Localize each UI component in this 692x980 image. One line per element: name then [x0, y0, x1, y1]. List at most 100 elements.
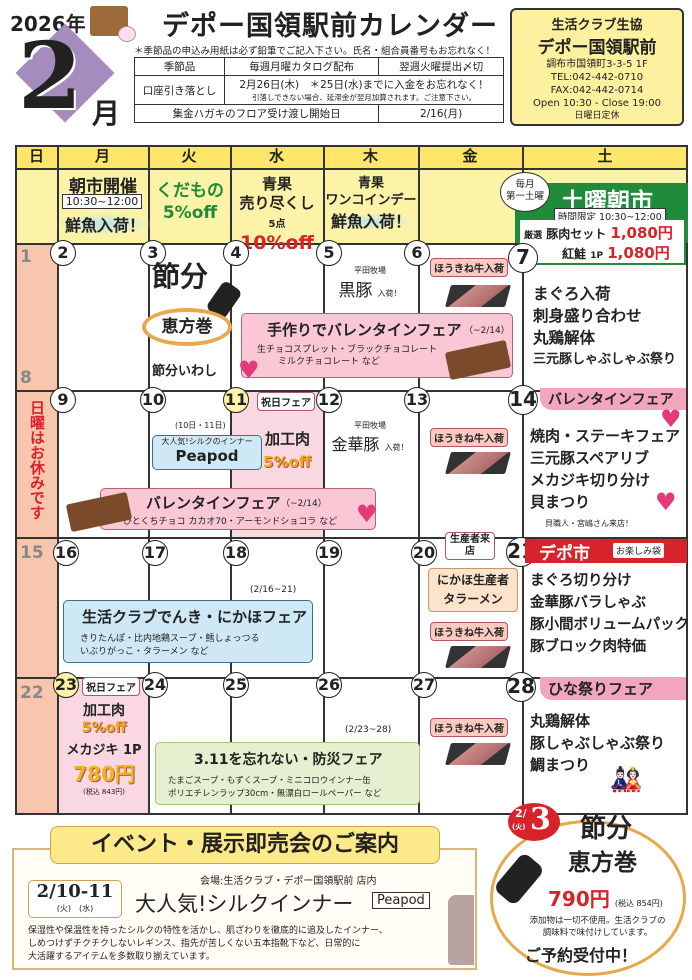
- sunday-column: [16, 243, 57, 815]
- info-cell: 2/16(月): [378, 104, 504, 123]
- badge-day: 3: [530, 802, 551, 837]
- bousai-fair-period: (2/23~28): [345, 725, 392, 735]
- otafuku-mask-illustration: [118, 26, 136, 42]
- morning-market-title: 朝市開催: [69, 177, 137, 197]
- grid-line: [522, 145, 524, 815]
- store-tel: TEL:042-442-0710: [550, 72, 644, 83]
- depo-market-banner: デポ市 お楽しみ袋: [525, 539, 687, 564]
- iwashi-label: 節分いわし: [152, 364, 218, 379]
- salmon-offer: 紅鮭 1P 1,080円: [562, 242, 670, 263]
- grid-line: [57, 145, 59, 815]
- list-item: 金華豚バラしゃぶ: [530, 595, 646, 611]
- weekday-fri: 金: [418, 145, 522, 168]
- fruit-off: 5%off: [162, 203, 218, 223]
- fair-title: 3.11を忘れない・防災フェア: [194, 752, 383, 768]
- date-13: 13: [404, 387, 430, 413]
- farm-name: 平田牧場: [354, 421, 386, 430]
- first-saturday-badge: 毎月第一土曜: [500, 172, 550, 212]
- date-27: 27: [411, 672, 437, 698]
- badge-month: 2/: [515, 807, 527, 820]
- grid-line: [15, 677, 688, 679]
- fair-items: 生チョコスプレット・ブラックチョコレート: [257, 345, 438, 355]
- saturday-items: まぐろ入荷刺身盛り合わせ丸鶏解体三元豚しゃぶしゃぶ祭り: [533, 283, 676, 371]
- sellout-label: 売り尽くし: [239, 194, 315, 212]
- date-18: 18: [223, 540, 249, 566]
- fair-items: たまごスープ・もずくスープ・ミニコロウインナー缶: [168, 776, 371, 786]
- offer-name: 紅鮭: [562, 247, 587, 261]
- info-cell: 季節品: [134, 57, 225, 76]
- fair-title: バレンタインフェア: [146, 494, 281, 512]
- weekday-mon: 月: [57, 145, 148, 168]
- date-7: 7: [508, 243, 538, 273]
- date-17: 17: [142, 540, 168, 566]
- holiday-offers: 加工肉 5%off メカジキ 1P 780円 (税込 843円): [60, 700, 148, 797]
- bousai-fair: 3.11を忘れない・防災フェア たまごスープ・もずくスープ・ミニコロウインナー缶…: [155, 742, 420, 805]
- store-closed: 日曜日定休: [574, 111, 620, 121]
- ehomaki-title: 恵方巻: [568, 850, 637, 876]
- list-item: 焼肉・ステーキフェア: [530, 427, 681, 445]
- list-item: 豚小間ボリュームパック: [530, 617, 690, 633]
- arrival-label: 入荷！: [377, 289, 402, 298]
- date-25: 25: [223, 672, 249, 698]
- heart-icon: ♥: [238, 356, 260, 384]
- valentine-banner: バレンタインフェア: [540, 388, 686, 410]
- ehomaki-label: 恵方巻: [142, 308, 232, 346]
- fair-items: きりたんぽ・比内地鶏スープ・鱈しょっつる: [80, 634, 260, 644]
- valentine-fair: バレンタインフェア （~2/14） ひとくちチョコ カカオ70・アーモンドショコ…: [100, 488, 376, 530]
- ehomaki-note: 添加物は一切不使用。生活クラブの調味料で味付けしています。: [510, 915, 685, 939]
- arrival-label: 入荷！: [384, 443, 409, 452]
- quantity-label: 5点: [268, 219, 286, 230]
- desc-line: しめつけずチクチクしないレギンス、指先が苦しくない五本指靴下など、日常的に: [28, 939, 361, 949]
- date-11: 11: [223, 387, 249, 413]
- saturday-items: まぐろ切り分け金華豚バラしゃぶ豚小間ボリュームパック豚ブロック肉特価: [530, 570, 689, 658]
- grid-line: [418, 145, 420, 815]
- date-14: 14: [508, 385, 538, 415]
- badge-line: 毎月: [515, 179, 535, 190]
- hina-dolls-icon: 🎎: [610, 765, 643, 795]
- swordfish-price: 780円: [73, 762, 135, 786]
- date-12: 12: [316, 387, 342, 413]
- date-19: 19: [316, 540, 342, 566]
- list-item: 三元豚しゃぶしゃぶ祭り: [533, 352, 677, 367]
- list-item: 鯛まつり: [530, 756, 591, 774]
- offer-name: 豚肉セット: [546, 227, 607, 241]
- order-note: ＊季節品の申込み用紙は必ず鉛筆でご記入下さい。氏名・組合員番号もお忘れなく！: [134, 46, 496, 57]
- info-cell: 毎週月曜カタログ配布: [223, 57, 380, 76]
- date-2: 2: [50, 240, 76, 266]
- fair-period: （~2/14）: [281, 499, 327, 509]
- kurobuta-arrival: 平田牧場黒豚 入荷！: [325, 265, 415, 301]
- store-address: 調布市国領町3-3-5 1F: [546, 59, 648, 70]
- producer-box: にかほ生産者タラーメン: [428, 568, 518, 612]
- list-item: まぐろ切り分け: [530, 573, 632, 589]
- date-1: 1: [20, 247, 32, 267]
- fair-items: いぶりがっこ・タラーメン など: [80, 647, 209, 657]
- swordfish-tax: (税込 843円): [82, 788, 126, 796]
- desc-line: 保湿性や保温性を持ったシルクの特性を活かし、肌ざわりを徹底的に追及したインナー、: [28, 926, 388, 936]
- info-cell: 2月26日(木) ＊25日(水)までに入金をお忘れなく！引落しできない場合、延滞…: [224, 75, 504, 105]
- list-item: 貝まつり: [530, 493, 591, 511]
- ehomaki-price: 790円 (税込 854円): [548, 883, 663, 912]
- setsubun-date-badge: 2/(火)3: [508, 802, 560, 841]
- swordfish-label: メカジキ 1P: [66, 743, 142, 758]
- silk-inner-image: [448, 895, 474, 965]
- holiday-fair-tag: 祝日フェア: [82, 677, 140, 696]
- nikaho-fair-period: (2/16~21): [250, 585, 297, 595]
- offer-unit: 1P: [590, 251, 604, 261]
- reservation-label: ご予約受付中！: [525, 946, 638, 965]
- chocolate-image: [444, 339, 512, 381]
- calendar-grid: [15, 145, 688, 815]
- kinkabuta-label: 金華豚: [331, 435, 380, 454]
- pork-set-offer: 厳選 豚肉セット 1,080円: [524, 222, 673, 243]
- event-description: 保湿性や保温性を持ったシルクの特性を活かし、肌ざわりを徹底的に追及したインナー、…: [28, 925, 388, 964]
- processed-meat-label: 加工肉: [265, 430, 311, 448]
- info-cell: 翌週火曜提出〆切: [378, 57, 504, 76]
- morning-market-time: 10:30~12:00: [62, 194, 142, 209]
- grid-line: [15, 537, 688, 539]
- date-16: 16: [53, 540, 79, 566]
- info-cell: 集金ハガキのフロア受け渡し開始日: [133, 104, 380, 123]
- grid-line: [15, 168, 688, 170]
- weekday-sun: 日: [16, 145, 57, 168]
- event-date-range: 2/10-11: [36, 881, 114, 902]
- producer-visit-tag: 生産者来店: [445, 532, 495, 560]
